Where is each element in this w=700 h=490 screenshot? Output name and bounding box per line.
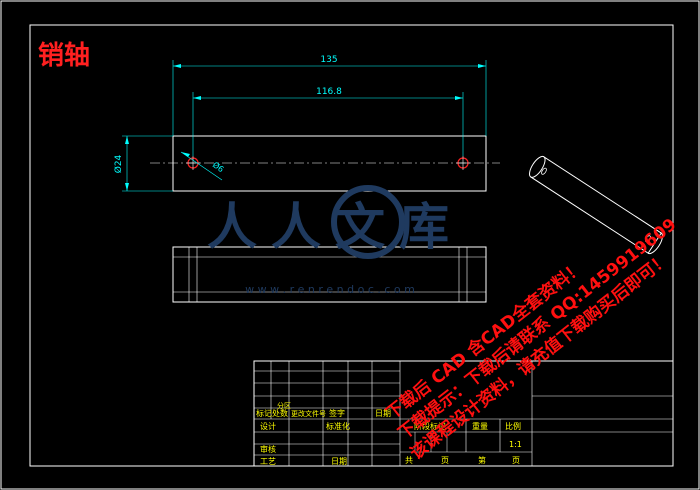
top-view	[172, 246, 487, 303]
watermark-logo-text: 人人文库	[207, 198, 463, 256]
front-view	[150, 135, 500, 192]
tb-approve-date: 日期	[331, 457, 347, 466]
tb-standard: 标准化	[326, 421, 350, 431]
tb-header-date: 日期	[375, 409, 391, 418]
tb-sheet-unit-1: 页	[441, 456, 449, 465]
tb-sheet-unit-2: 页	[512, 456, 520, 465]
watermark: 人人文库 w w w . r e n r e n d o c . c o m	[207, 185, 463, 296]
tb-scale-value: 1:1	[509, 440, 522, 449]
dim-diameter-label: Ø24	[113, 154, 124, 173]
tb-sheet-no: 第	[478, 455, 486, 465]
watermark-url: w w w . r e n r e n d o c . c o m	[245, 283, 415, 296]
tb-scale: 比例	[505, 421, 521, 431]
pin-top-outline	[172, 246, 487, 303]
tb-sheets-total: 共	[405, 456, 413, 465]
dimension-holes: 116.8	[192, 87, 464, 156]
title-block: 标记 处数 分区 更改文件号 签字 日期 设计 标准化 审核 工艺 日期 阶段标…	[253, 360, 674, 467]
tb-weight: 重量	[472, 421, 488, 431]
watermark-logo-ring	[331, 185, 405, 259]
dim-hole-label: Ø6	[211, 159, 226, 174]
isometric-pin	[529, 155, 663, 255]
dim-holes-label: 116.8	[316, 87, 342, 97]
tb-review: 审核	[260, 444, 276, 454]
hole-left	[186, 156, 200, 170]
tb-header-zone: 分区	[277, 401, 291, 410]
dimension-hole-leader: Ø6	[180, 151, 226, 181]
part-title: 销轴	[38, 41, 90, 71]
tb-design: 设计	[260, 421, 276, 431]
tb-stage-mark: 阶段标记	[414, 421, 446, 431]
dimension-overall: 135	[172, 55, 487, 136]
tb-header-change-doc: 更改文件号	[291, 409, 326, 418]
tb-header-count: 处数	[272, 408, 288, 418]
promo-line-3: 该课程设计资料，请充值下载购买后即可！	[406, 249, 673, 464]
hole-right	[456, 156, 470, 170]
tb-process: 工艺	[260, 457, 276, 466]
dim-overall-label: 135	[320, 55, 337, 65]
pin-front-outline	[172, 135, 487, 192]
tb-header-sign: 签字	[329, 408, 345, 418]
dimension-diameter: Ø24	[113, 135, 173, 192]
tb-header-mark: 标记	[256, 408, 272, 418]
